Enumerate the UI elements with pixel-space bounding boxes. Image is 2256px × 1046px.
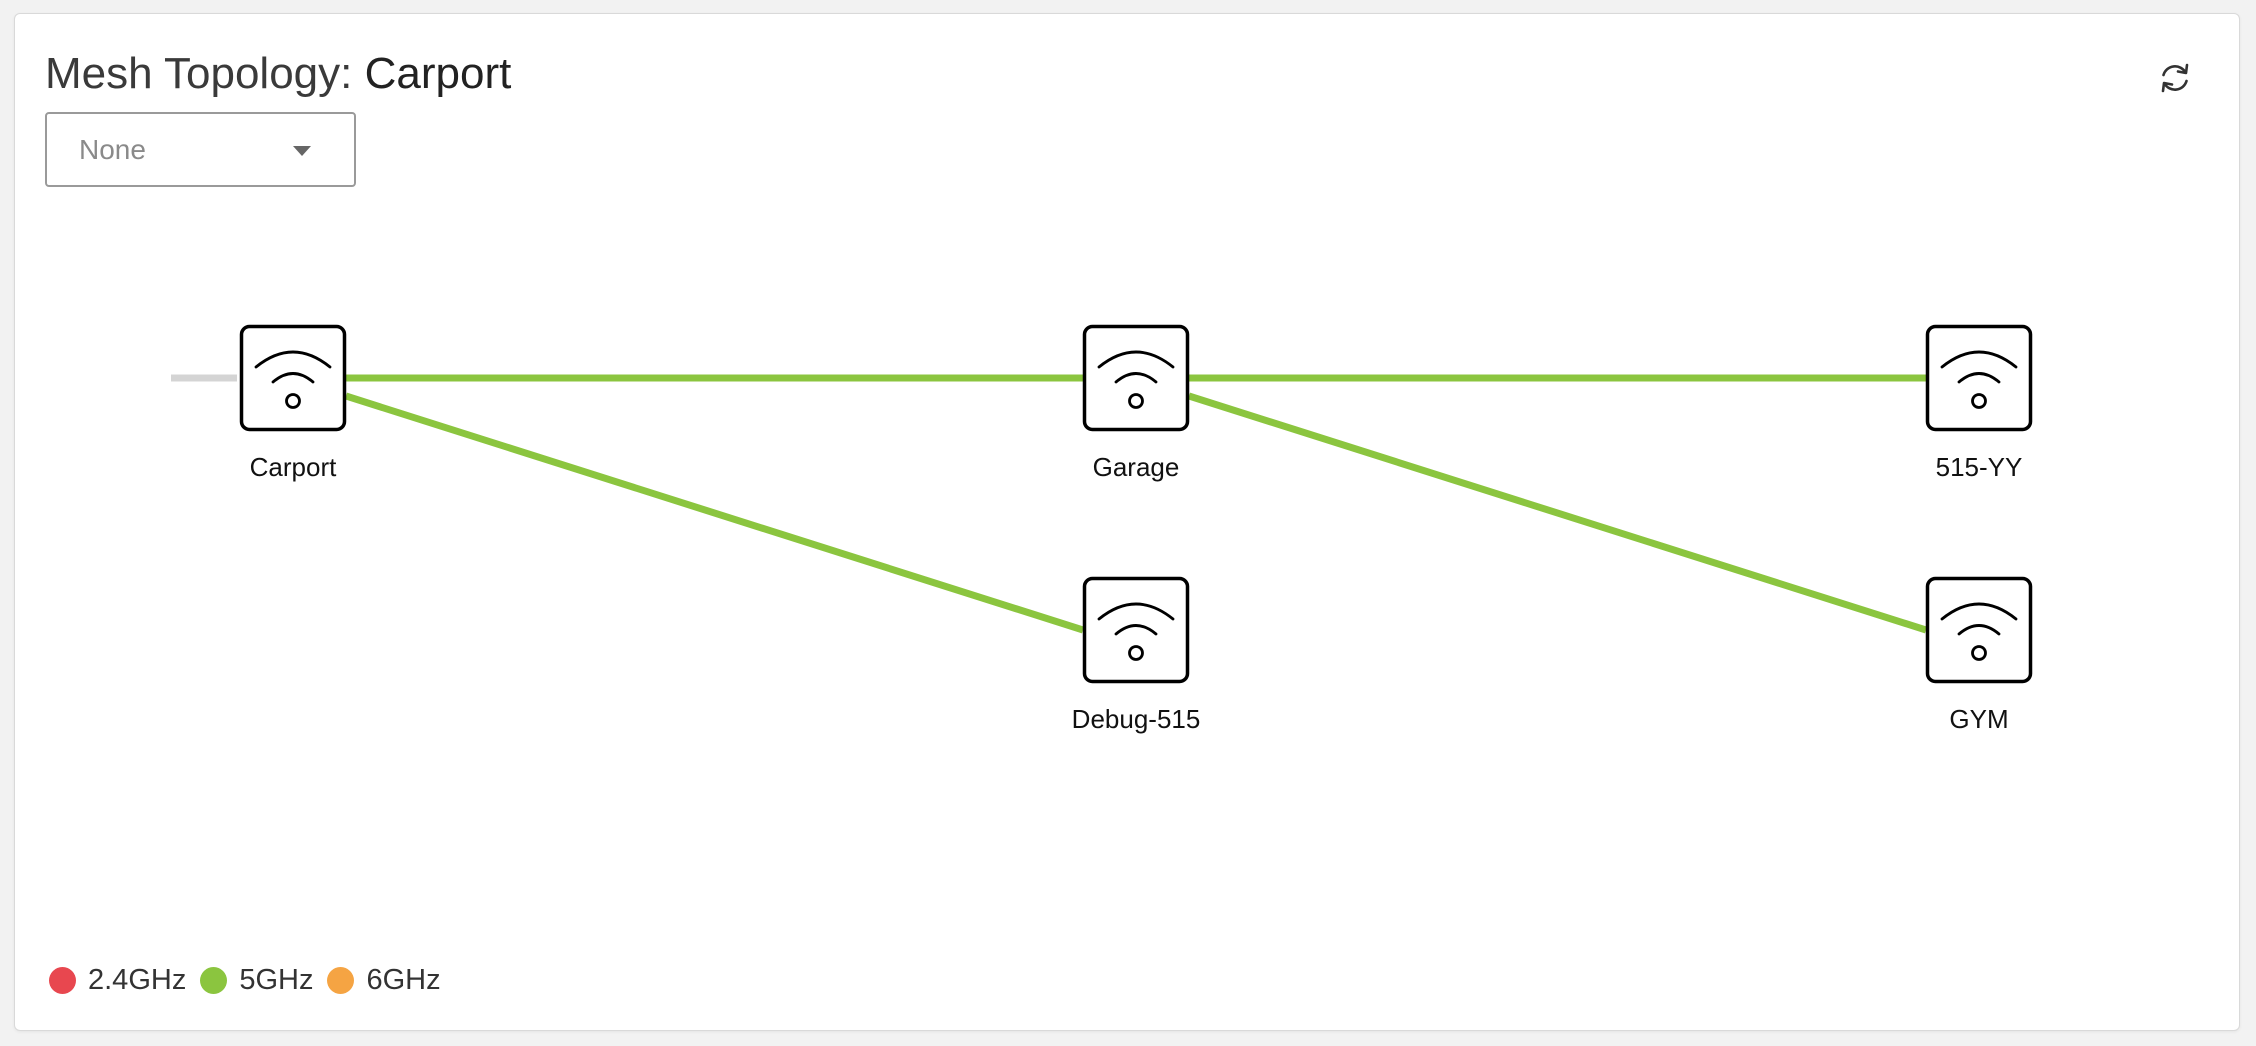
- title-prefix: Mesh Topology:: [45, 49, 365, 98]
- refresh-button[interactable]: [2153, 56, 2197, 100]
- title-node-name: Carport: [364, 49, 512, 98]
- legend-item: 6GHz: [327, 963, 441, 997]
- chevron-down-icon: [293, 146, 311, 156]
- node-label: Carport: [250, 452, 337, 482]
- link-garage-gym: [1187, 392, 1928, 634]
- legend-label: 5GHz: [239, 963, 314, 996]
- link-carport-debug-515: [344, 392, 1085, 634]
- node-label: Garage: [1093, 452, 1180, 482]
- topology-graph: Carport Garage 515-YY Debug-515 GYM: [171, 324, 2033, 735]
- wifi-access-point-icon: [1925, 576, 2033, 684]
- legend-swatch: [327, 966, 355, 994]
- wifi-access-point-icon: [1082, 324, 1190, 432]
- node-gym[interactable]: GYM: [1925, 576, 2033, 735]
- node-garage[interactable]: Garage: [1082, 324, 1190, 483]
- node-515-yy[interactable]: 515-YY: [1925, 324, 2033, 483]
- band-legend: 2.4GHz 5GHz 6GHz: [49, 960, 455, 1000]
- page-title: Mesh Topology: Carport: [45, 48, 511, 101]
- node-label: Debug-515: [1072, 704, 1201, 734]
- node-label: GYM: [1949, 704, 2008, 734]
- legend-label: 2.4GHz: [88, 963, 187, 996]
- band-filter-dropdown[interactable]: None: [45, 112, 356, 187]
- legend-item: 2.4GHz: [49, 964, 186, 997]
- node-debug-515[interactable]: Debug-515: [1072, 576, 1201, 735]
- legend-swatch: [49, 966, 76, 994]
- dropdown-selected-value: None: [79, 134, 146, 165]
- wifi-access-point-icon: [1925, 324, 2033, 432]
- legend-item: 5GHz: [200, 964, 313, 997]
- refresh-icon: [2161, 63, 2189, 93]
- node-carport[interactable]: Carport: [239, 324, 347, 483]
- wifi-access-point-icon: [239, 324, 347, 432]
- node-label: 515-YY: [1936, 452, 2023, 482]
- legend-label: 6GHz: [366, 963, 441, 996]
- legend-swatch: [200, 966, 228, 994]
- wifi-access-point-icon: [1082, 576, 1190, 684]
